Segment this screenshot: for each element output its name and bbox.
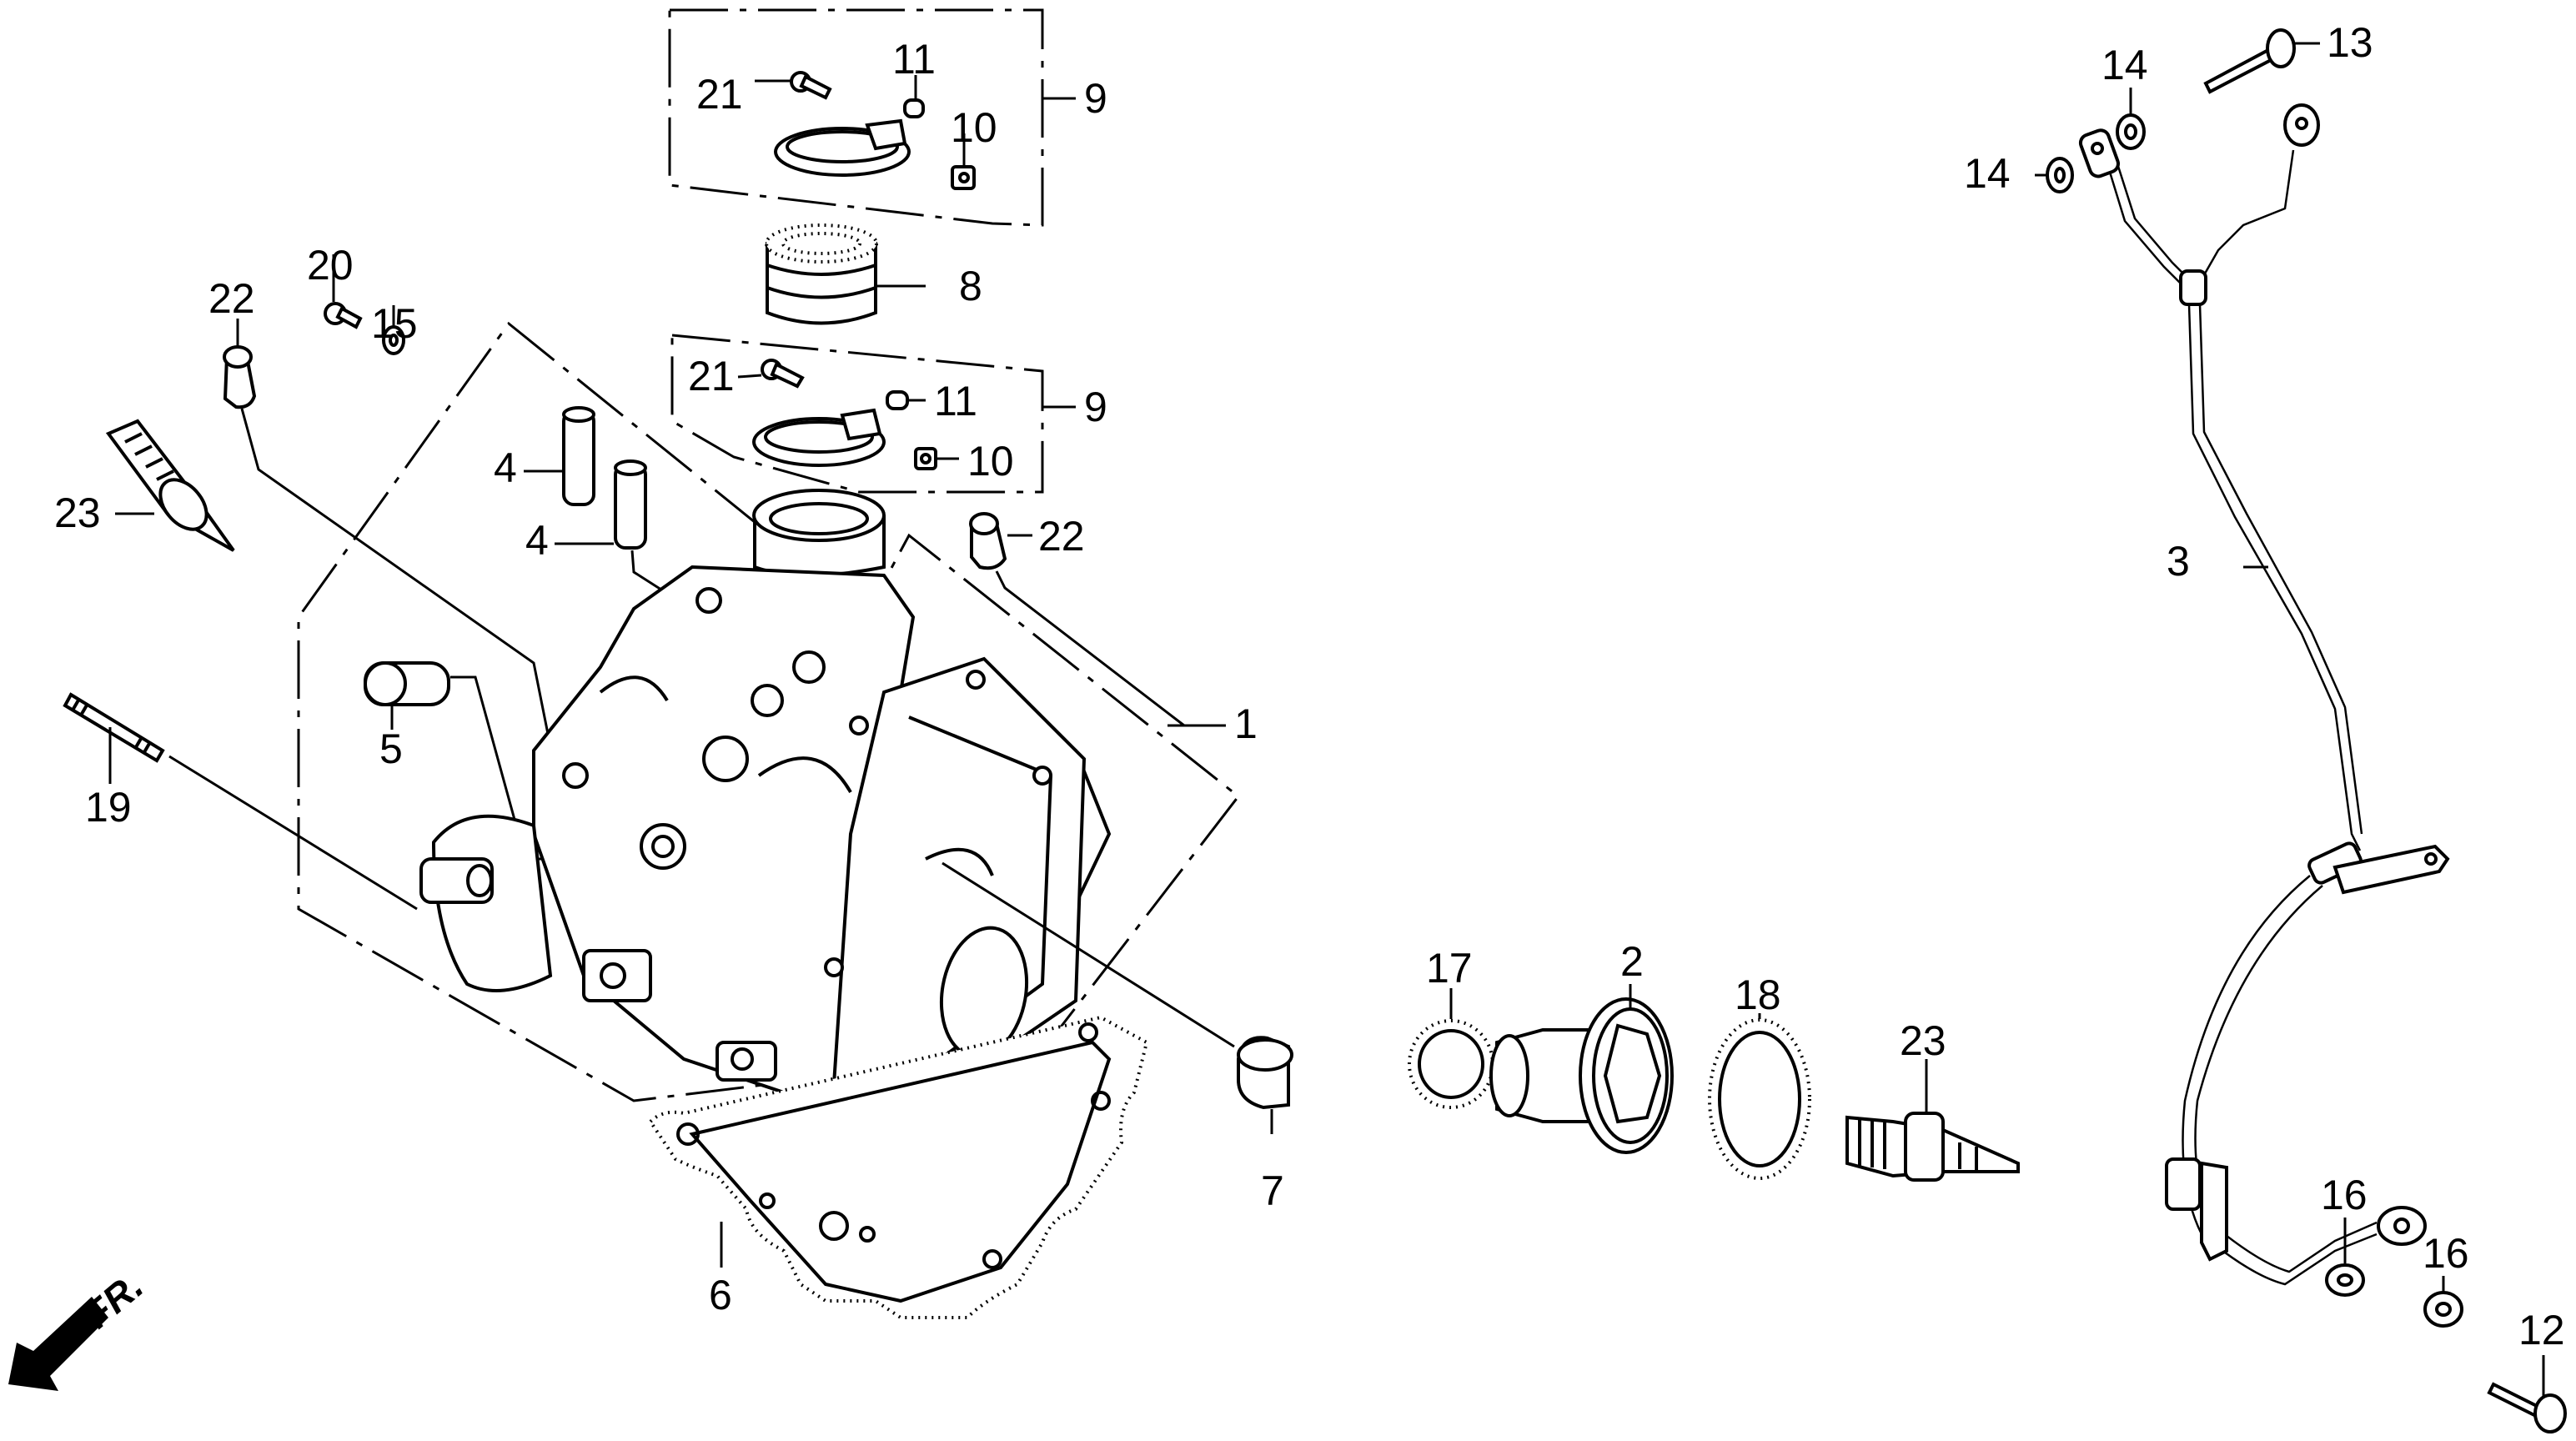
- bolt-icon: [324, 254, 363, 329]
- callout-3: 3: [2167, 538, 2190, 585]
- callout-9-upper: 9: [1084, 75, 1107, 122]
- callout-23-right: 23: [1900, 1017, 1946, 1064]
- callout-14-left: 14: [1964, 150, 2011, 197]
- collar-icon: [969, 512, 1185, 727]
- washer-icon: [2116, 88, 2146, 150]
- collar-icon: [886, 390, 926, 410]
- callout-12: 12: [2518, 1307, 2565, 1353]
- screw-icon: [737, 359, 805, 389]
- clamp-kit-box-lower: [670, 334, 1076, 494]
- callout-4-lower: 4: [525, 517, 549, 564]
- callout-6: 6: [709, 1272, 732, 1318]
- callout-16-right: 16: [2423, 1230, 2469, 1277]
- screw-icon: [755, 71, 832, 100]
- callout-21-lower: 21: [688, 353, 735, 399]
- callout-15: 15: [371, 300, 418, 347]
- front-direction-arrow-icon: FR.: [8, 1263, 151, 1391]
- o-ring-icon: [1408, 988, 1494, 1109]
- collar-icon: [903, 75, 925, 118]
- cap-icon: [942, 861, 1293, 1134]
- callout-1: 1: [1234, 700, 1258, 747]
- rubber-joint-icon: [765, 223, 926, 325]
- callout-4-upper: 4: [494, 444, 517, 491]
- washer-icon: [2035, 157, 2074, 193]
- callout-11-lower: 11: [934, 378, 977, 424]
- callout-9-lower: 9: [1084, 384, 1107, 430]
- callout-17: 17: [1426, 945, 1473, 992]
- collar-icon: [223, 319, 552, 747]
- callout-23-left: 23: [54, 490, 101, 536]
- callout-22-left: 22: [208, 275, 255, 322]
- spark-plug-icon: [1845, 1059, 2020, 1182]
- callout-7: 7: [1261, 1167, 1284, 1214]
- callout-11-upper: 11: [892, 36, 936, 83]
- callout-10-lower: 10: [967, 438, 1014, 485]
- callout-22-right: 22: [1038, 513, 1085, 560]
- washer-icon: [382, 305, 405, 355]
- nut-icon: [951, 133, 976, 190]
- callout-8: 8: [959, 263, 982, 309]
- callout-14-upper: 14: [2101, 42, 2148, 88]
- callout-18: 18: [1735, 972, 1781, 1018]
- callout-19: 19: [85, 784, 132, 831]
- cylinder-head-icon: [419, 489, 1112, 1112]
- gasket-icon: [648, 1015, 1149, 1319]
- washer-icon: [2423, 1276, 2463, 1328]
- callout-20: 20: [307, 242, 354, 289]
- clamp-kit-box-upper: [668, 8, 1076, 227]
- callout-21-upper: 21: [696, 71, 743, 118]
- dowel-pin-icon: [524, 406, 595, 506]
- hose-clamp-icon: [752, 408, 886, 467]
- washer-icon: [2325, 1218, 2365, 1297]
- hose-clamp-icon: [774, 118, 911, 177]
- callout-2: 2: [1620, 938, 1644, 985]
- bolt-icon: [2203, 28, 2320, 94]
- stud-bolt-icon: [63, 692, 418, 911]
- callout-10-upper: 10: [951, 104, 997, 151]
- callout-5: 5: [379, 726, 403, 772]
- nut-icon: [914, 447, 959, 470]
- o-ring-icon: [1708, 1013, 1811, 1180]
- callout-16-left: 16: [2321, 1172, 2368, 1218]
- callout-13: 13: [2327, 19, 2373, 66]
- bolt-icon: [2487, 1355, 2567, 1433]
- plug-fitting-icon: [1489, 984, 1674, 1154]
- wire-harness-icon: [2078, 103, 2450, 1286]
- spark-plug-icon: [105, 419, 235, 552]
- plug-icon: [364, 661, 659, 861]
